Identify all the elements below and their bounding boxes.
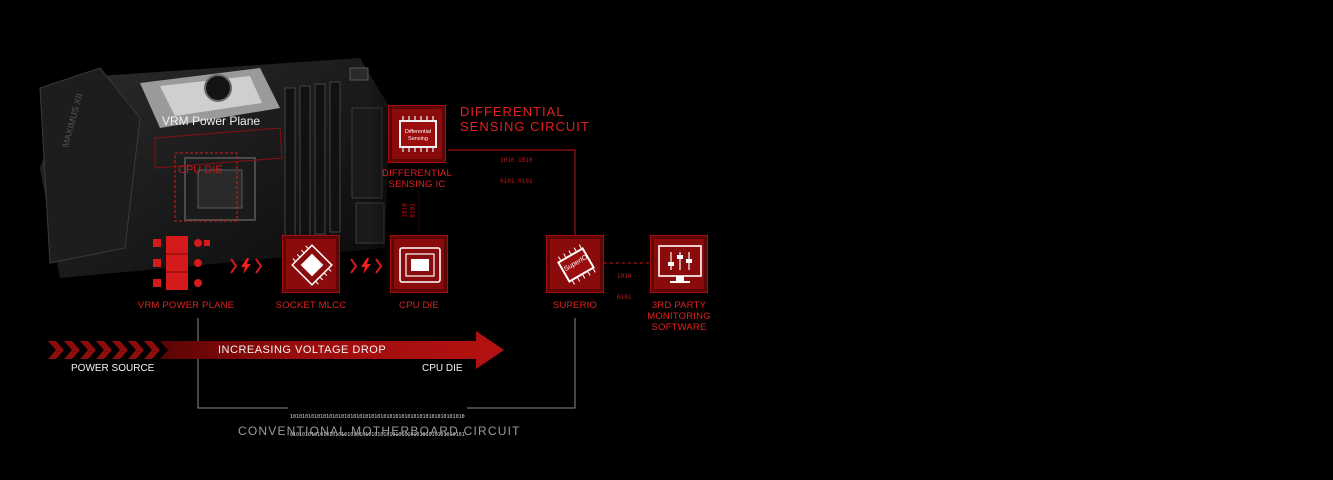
differential-title: DIFFERENTIAL SENSING CIRCUIT (460, 104, 590, 134)
socket-icon (291, 244, 333, 286)
socket-mlcc-label: SOCKET MLCC (275, 300, 347, 311)
monitoring-software-box (650, 235, 708, 293)
differential-ic-label-line2: SENSING IC (388, 179, 446, 190)
voltage-drop-arrow (48, 331, 504, 369)
cpu-die-label: CPU DIE (399, 300, 439, 311)
differential-title-line1: DIFFERENTIAL (460, 104, 565, 119)
cpu-die-box (390, 235, 448, 293)
differential-ic-label-line1: DIFFERENTIAL (382, 168, 452, 179)
conventional-circuit-caption: CONVENTIONAL MOTHERBOARD CIRCUIT (238, 424, 521, 438)
cpu-die-overlay-label: CPU DIE (178, 164, 223, 176)
binary-vertical-right: 0101 (409, 203, 417, 218)
cpu-die-icon (399, 247, 441, 283)
differential-title-line2: SENSING CIRCUIT (460, 119, 590, 134)
socket-mlcc-box (282, 235, 340, 293)
footer-binary-line1: 1010101010101010101010101010101010101010… (290, 414, 465, 420)
binary-top-line2: 0101 0101 (500, 178, 533, 185)
binary-right-line1: 1010 (617, 273, 632, 280)
binary-top: 1010 1010 0101 0101 (500, 143, 533, 199)
vrm-title-overlay: VRM Power Plane (162, 114, 261, 128)
monitoring-software-label-line3: SOFTWARE (651, 322, 707, 333)
binary-top-line1: 1010 1010 (500, 157, 533, 164)
footer-binary: 1010101010101010101010101010101010101010… (288, 402, 467, 450)
motherboard-illustration: MAXIMUS XII (39, 48, 430, 308)
superio-box: SuperIO (546, 235, 604, 293)
differential-ic-label: DIFFERENTIAL SENSING IC (376, 168, 458, 190)
differential-sensing-chip: Differential Sensing (388, 105, 446, 163)
superio-label: SUPERIO (552, 300, 598, 311)
monitoring-software-label-line1: 3rd PARTY (651, 300, 707, 311)
chip-text-line2: Sensing (408, 136, 428, 142)
binary-right-line2: 0101 (617, 294, 632, 301)
power-flow-arrow-1 (230, 258, 263, 274)
arrow-cpu-die-label: CPU DIE (422, 363, 463, 374)
power-flow-arrow-2 (350, 258, 383, 274)
chip-text-line1: Differential (404, 129, 432, 135)
footer-binary-line2: 0101010101010101010101010101010101010101… (290, 432, 465, 438)
monitor-sliders-icon (658, 245, 702, 283)
monitoring-software-label: 3rd PARTY MONITORING SOFTWARE (629, 300, 729, 333)
binary-right: 1010 0101 (617, 259, 631, 315)
power-source-label: POWER SOURCE (71, 363, 155, 374)
vrm-power-plane-label: VRM POWER PLANE (137, 300, 235, 311)
chip-icon (399, 116, 437, 152)
monitoring-software-label-line2: MONITORING (647, 311, 711, 322)
voltage-drop-text: INCREASING VOLTAGE DROP (218, 344, 387, 356)
vrm-power-plane-icon (153, 236, 210, 290)
superio-chip-icon (557, 244, 596, 285)
binary-vertical-left: 1010 (401, 203, 409, 218)
